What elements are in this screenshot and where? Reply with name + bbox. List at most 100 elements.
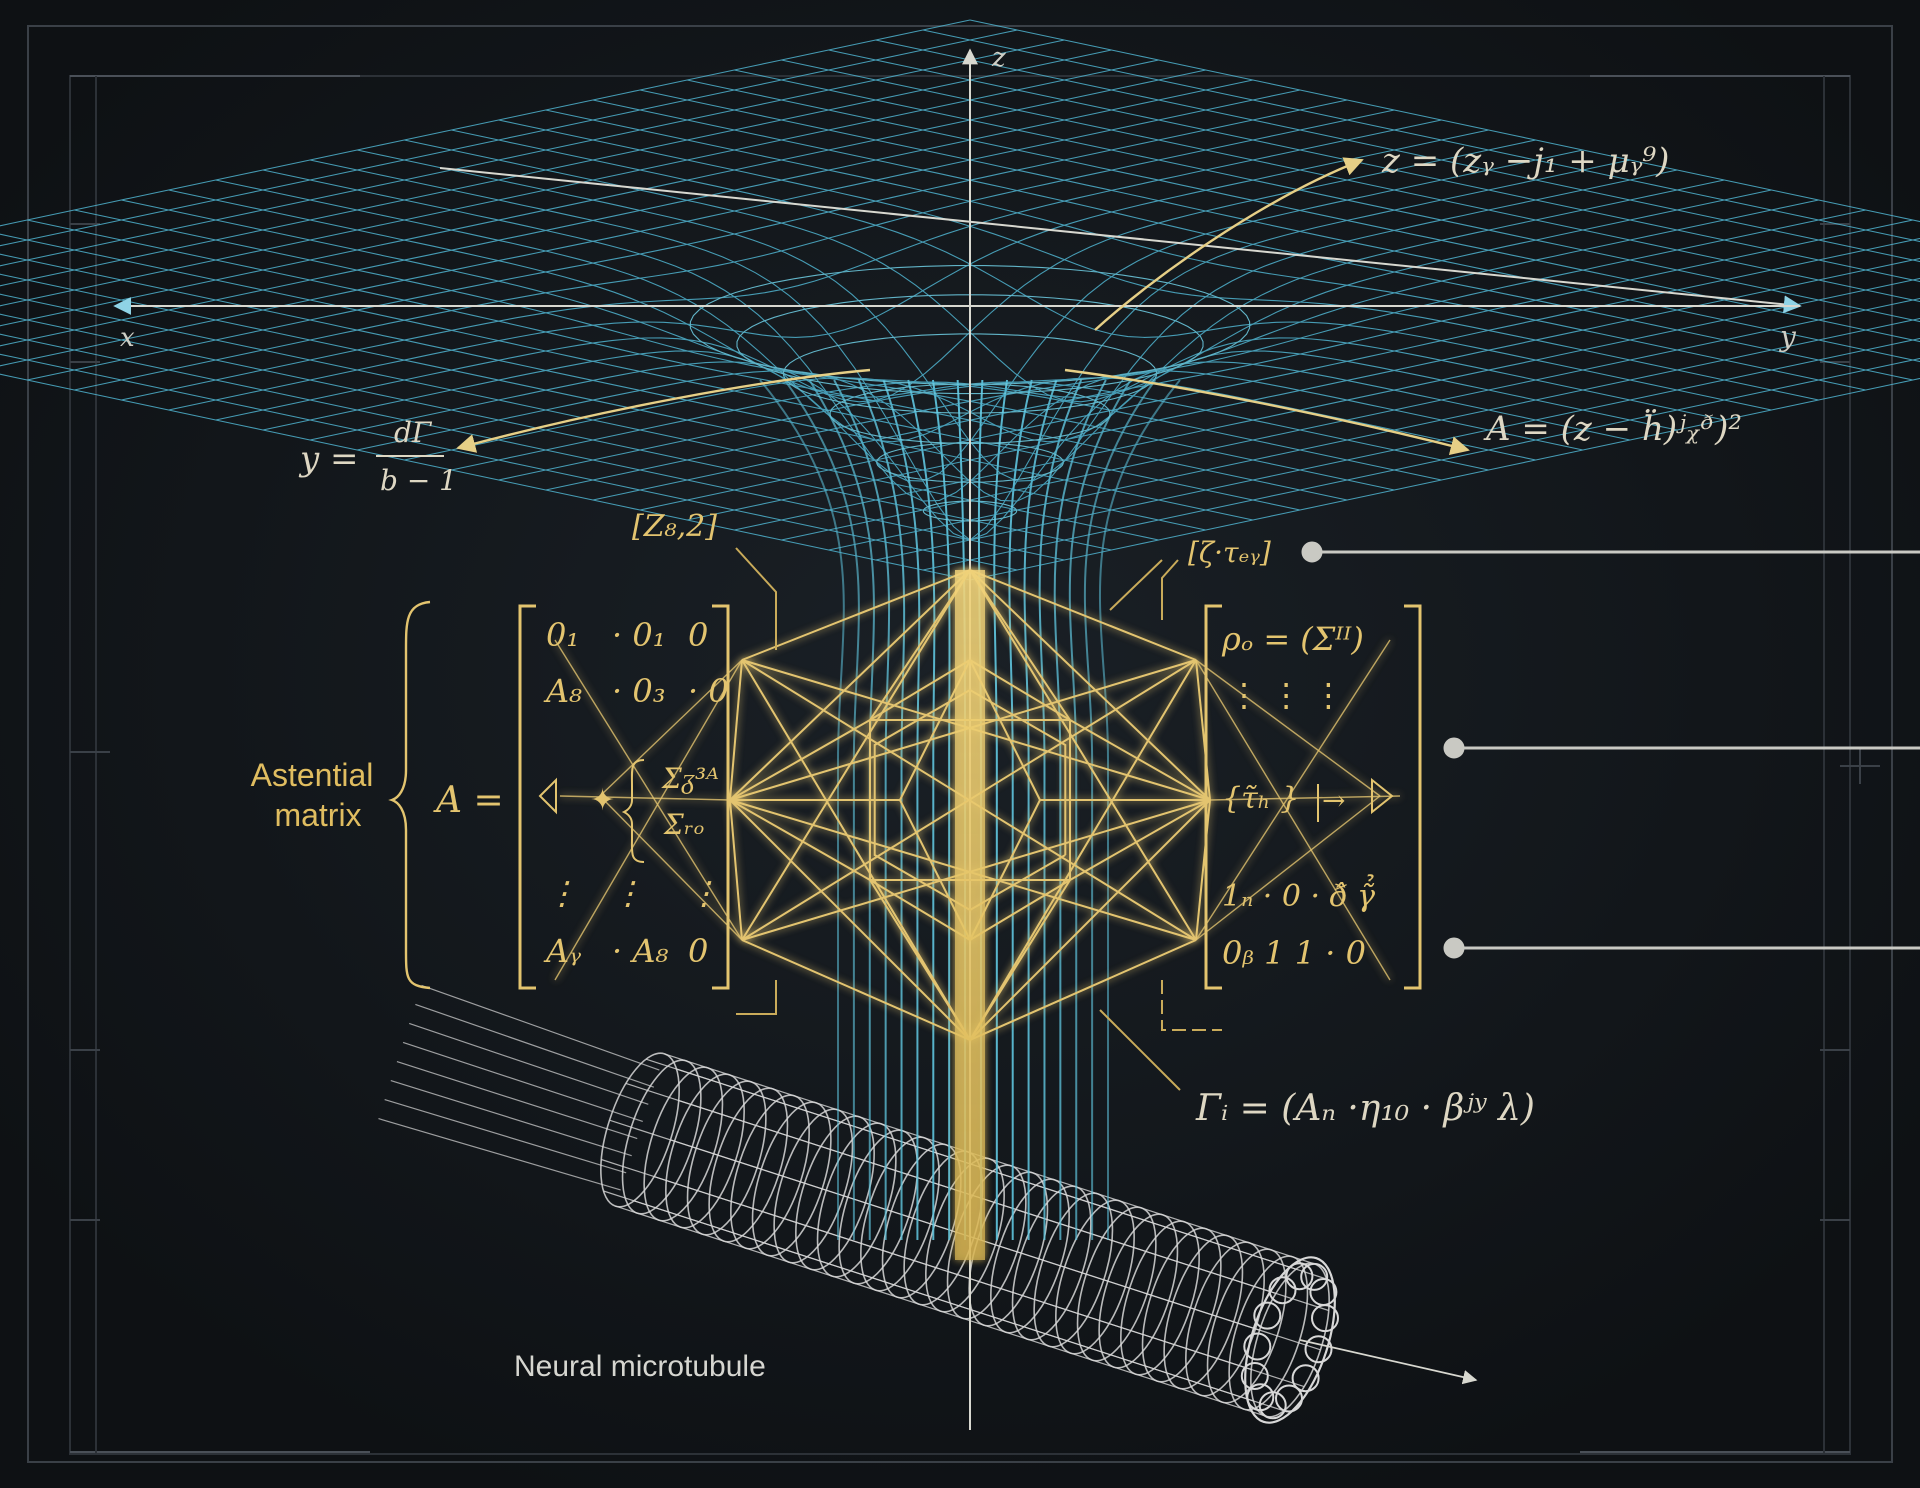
bracket-label-right: [ζ·τₑᵧ] [1188,536,1271,569]
grid-line [0,293,1159,541]
network-edge [729,569,971,801]
z-axis-label: z [991,43,1006,73]
network-edge [741,569,971,941]
network-projection [1195,639,1391,941]
equation-bottom: Γᵢ = (Aₙ ·η₁₀ · βʲʸ λ) [1195,1088,1535,1129]
network-edge [741,939,971,1041]
leader-lines [735,547,1222,1091]
funnel-ring [736,294,1204,395]
matrix-left-bracket-close [712,604,730,990]
grid-line [498,199,1819,481]
matrix-cell: ⋮ [612,874,644,912]
speed-line [396,1060,638,1140]
equation-top-right: z = (zᵧ −j₁ + μᵧ⁹) [1381,141,1669,181]
grid-line [168,189,1489,471]
tube-strand [664,1053,1315,1265]
protofilament [1311,1304,1339,1333]
matrix-cell: A₈ [543,672,582,710]
speed-line [378,1118,621,1191]
network-edge [969,659,1071,721]
matrix-right-row-1: ρₒ = (Σᴵᴵ) [1221,620,1364,658]
network-edge [869,879,971,941]
network-edge [1069,719,1211,801]
network-edge [869,879,971,1041]
network-edge [741,659,971,1041]
network-edge [969,569,1197,941]
network-projection [554,639,743,941]
network-projection [1209,795,1401,801]
protofilament [1240,1362,1269,1390]
arrow-right [1064,368,1470,456]
network-edge [969,659,1197,1041]
matrix-right-mid: {τ̃ₕ } [1222,781,1299,816]
matrix-right-arrow-glyph: → [1322,784,1345,817]
grid-line [0,353,1018,571]
flux-line [1068,379,1132,1240]
grid-line [0,233,1301,511]
network-edge [969,939,1197,1041]
speed-line [409,1022,649,1105]
network-projection [1195,659,1381,797]
grid-line [922,357,1920,571]
protofilament [1300,1262,1329,1291]
grid-line [121,199,1442,481]
grid-line [0,273,1206,531]
matrix-right-bracket-close [1404,604,1422,990]
grid-line [356,169,1678,502]
flux-line [1053,379,1107,1240]
grid-line [828,317,1920,551]
network-edge [969,879,1071,1041]
flux-line [783,379,860,1240]
network-projection [1195,795,1381,941]
grid-line [969,377,1920,581]
grid-line [0,373,971,581]
protofilament [1243,1332,1272,1361]
network-edge [1195,799,1211,941]
network-edge [969,799,1211,1041]
protofilament [1304,1335,1333,1364]
network-edge [869,569,971,721]
y-axis [439,167,1802,314]
network-projection [599,659,743,797]
matrix-cell: ⋮ [688,874,720,912]
network-edge [969,569,1211,801]
matrix-cell: · 0₃ [612,672,666,710]
network-projection [1195,659,1391,981]
network-projection [554,659,743,981]
matrix-right-row-2: ⋮ ⋮ ⋮ [1228,676,1344,714]
matrix-cell: · 0 [688,672,729,710]
network-edge [969,569,1197,661]
grid-line [686,257,1920,521]
matrix-label-line2: matrix [274,797,361,833]
tube-arrow [1299,1339,1478,1385]
protofilament [1268,1276,1297,1305]
flux-line [907,379,936,1240]
network-edge [729,719,871,801]
funnel-ring [876,442,1064,483]
equation-left-denominator: b − 1 [380,464,457,497]
equation-left-lhs: y = [298,439,359,479]
network-edge [729,659,743,801]
funnel-ring [922,500,1018,522]
speed-line [384,1099,627,1174]
speed-line [421,984,660,1071]
flux-line [882,379,921,1240]
tube-strand [615,1205,1266,1417]
network-edge [729,799,971,1041]
grid-line [875,337,1920,561]
speed-line [402,1041,643,1123]
network-edge [729,799,743,941]
grid-line [639,237,1920,511]
protofilament [1291,1364,1320,1393]
flux-line [1038,379,1083,1240]
flux-line [1083,379,1157,1240]
protofilament [1253,1301,1282,1330]
bracket-label-left: [Z₈,2] [632,509,717,544]
funnel-ring [689,265,1251,385]
matrix-sum-top: Σᵹ³ᴬ [661,762,719,795]
grid-line [0,333,1065,561]
network-projection [599,795,743,941]
grid-line [781,297,1920,541]
